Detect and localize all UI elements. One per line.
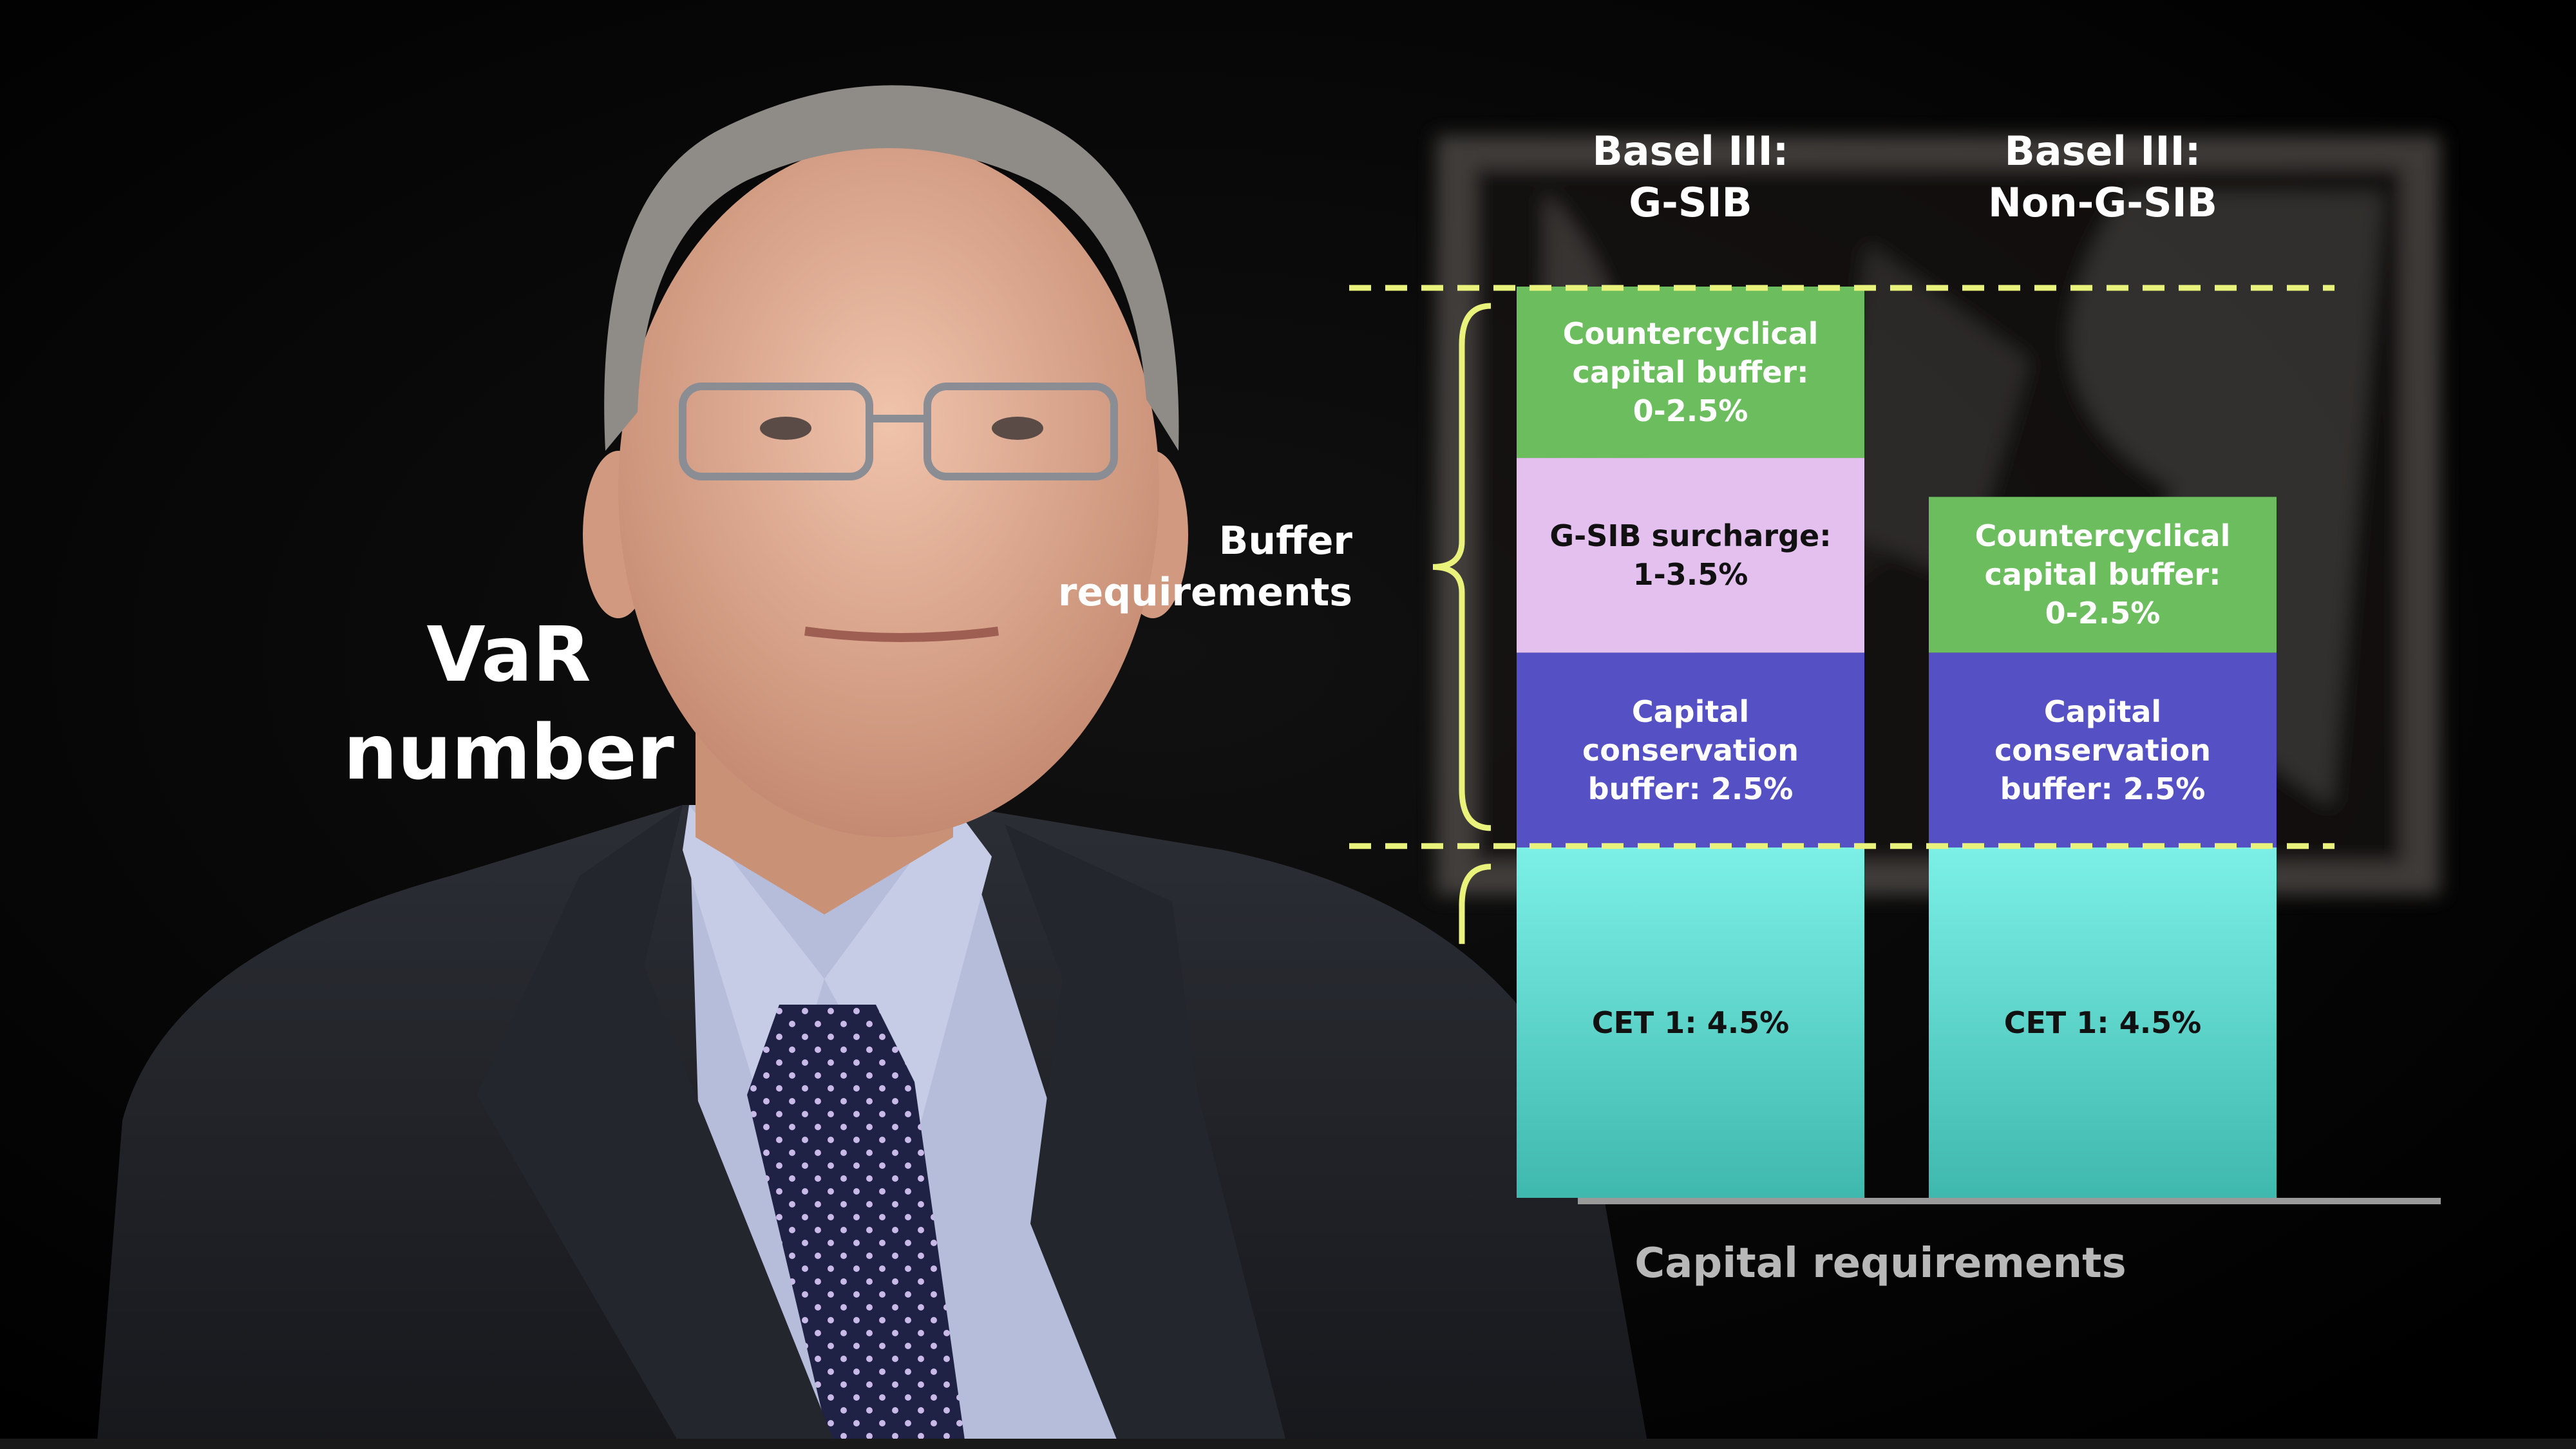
- buffer-requirements-label: Buffer requirements: [1057, 518, 1352, 616]
- category-header-2: Basel III: Non-G-SIB: [1988, 128, 2217, 226]
- segment-label-2-1: CET 1: 4.5%: [2003, 1005, 2202, 1040]
- segment-label-1-2: Capital conservation buffer: 2.5%: [1582, 694, 1799, 806]
- cet1-brace: [1459, 864, 1492, 944]
- segment-label-2-2: Capital conservation buffer: 2.5%: [1994, 694, 2211, 806]
- bar-segment-1-2: [1517, 652, 1864, 848]
- player-bottom-strip: [0, 1439, 2576, 1449]
- segment-label-1-1: CET 1: 4.5%: [1591, 1005, 1790, 1040]
- bar-segment-1-1: [1517, 847, 1864, 1198]
- overlay-var-number: VaR number: [245, 605, 773, 801]
- overlay-line-2: number: [343, 708, 674, 797]
- bar-segment-1-4: [1517, 287, 1864, 459]
- bar-segment-2-1: [1929, 847, 2277, 1198]
- bar-segment-2-4: [1929, 497, 2277, 653]
- bar-segment-1-3: [1517, 458, 1864, 653]
- x-axis-title: Capital requirements: [1634, 1240, 2126, 1287]
- overlay-line-1: VaR: [426, 610, 591, 699]
- bar-segment-2-2: [1929, 652, 2277, 848]
- buffer-brace: [1432, 303, 1492, 831]
- segment-label-1-3: G-SIB surcharge: 1-3.5%: [1549, 518, 1832, 592]
- segment-label-1-4: Countercyclical capital buffer: 0-2.5%: [1562, 316, 1819, 429]
- category-header-1: Basel III: G-SIB: [1592, 128, 1789, 226]
- segment-label-2-4: Countercyclical capital buffer: 0-2.5%: [1975, 518, 2231, 631]
